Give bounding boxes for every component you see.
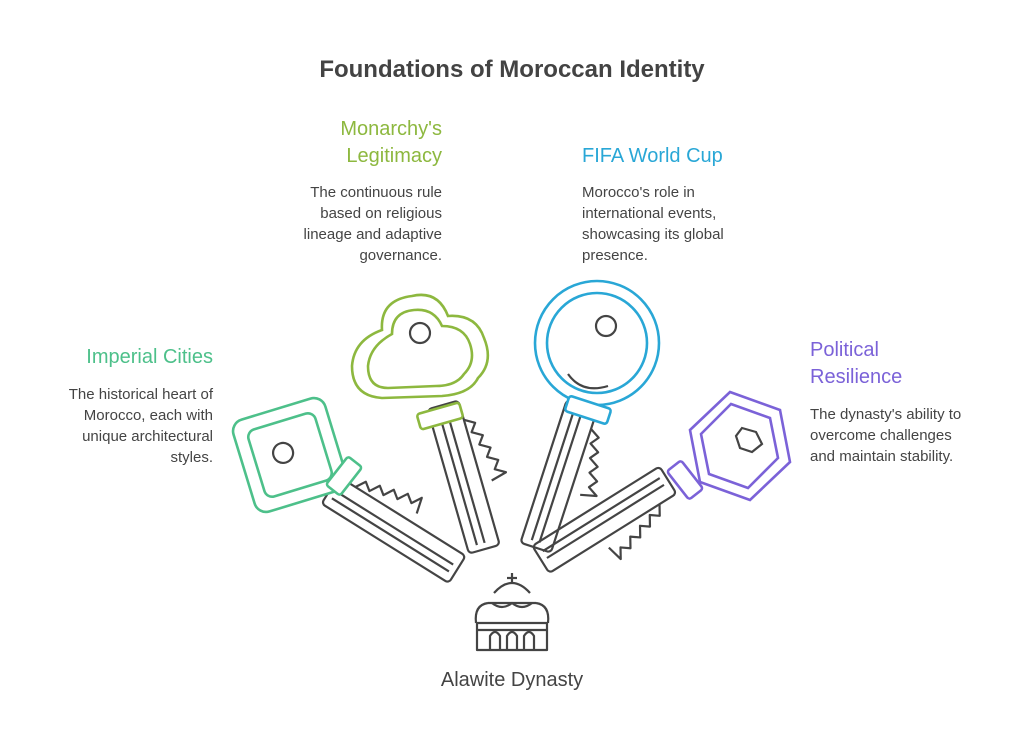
monarchy-title: Monarchy's Legitimacy	[242, 116, 442, 170]
imperial-description: The historical heart of Morocco, each wi…	[13, 384, 213, 468]
fifa-title-line: FIFA World Cup	[582, 145, 723, 167]
fifa-title: FIFA World Cup	[582, 143, 822, 170]
political-title: Political Resilience	[810, 337, 1010, 391]
imperial-description-line: styles.	[170, 449, 213, 466]
political-title-line: Resilience	[810, 366, 903, 388]
cloud-key-icon	[350, 293, 526, 555]
monarchy-description-line: based on religious	[320, 205, 442, 222]
imperial-description-line: The historical heart of	[68, 386, 213, 403]
monarchy-description-line: The continuous rule	[310, 184, 442, 201]
center-label: Alawite Dynasty	[440, 669, 584, 691]
fifa-description-line: presence.	[582, 247, 648, 264]
fifa-description-line: Morocco's role in	[582, 184, 695, 201]
political-description-line: The dynasty's ability to	[810, 406, 962, 423]
palace-icon	[474, 573, 550, 652]
monarchy-title-line: Legitimacy	[346, 145, 442, 167]
imperial-description-line: Morocco, each with	[83, 407, 213, 424]
political-description-line: and maintain stability.	[810, 448, 954, 465]
diagram-title: Foundations of Moroccan Identity	[319, 56, 705, 83]
imperial-title-line: Imperial Cities	[86, 346, 213, 368]
political-description: The dynasty's ability to overcome challe…	[810, 404, 1010, 467]
imperial-title: Imperial Cities	[13, 344, 213, 371]
fifa-description-line: showcasing its global	[582, 226, 724, 243]
monarchy-title-line: Monarchy's	[340, 118, 442, 140]
round-key-icon	[519, 279, 661, 562]
fifa-description: Morocco's role in international events, …	[582, 182, 822, 266]
fifa-description-line: international events,	[582, 205, 717, 222]
political-description-line: overcome challenges	[810, 427, 952, 444]
monarchy-description-line: governance.	[359, 247, 442, 264]
monarchy-description: The continuous rule based on religious l…	[242, 182, 442, 266]
monarchy-description-line: lineage and adaptive	[303, 226, 442, 243]
imperial-description-line: unique architectural	[82, 428, 213, 445]
hexagon-key-icon	[531, 390, 792, 597]
political-title-line: Political	[810, 339, 879, 361]
square-key-icon	[231, 396, 481, 585]
